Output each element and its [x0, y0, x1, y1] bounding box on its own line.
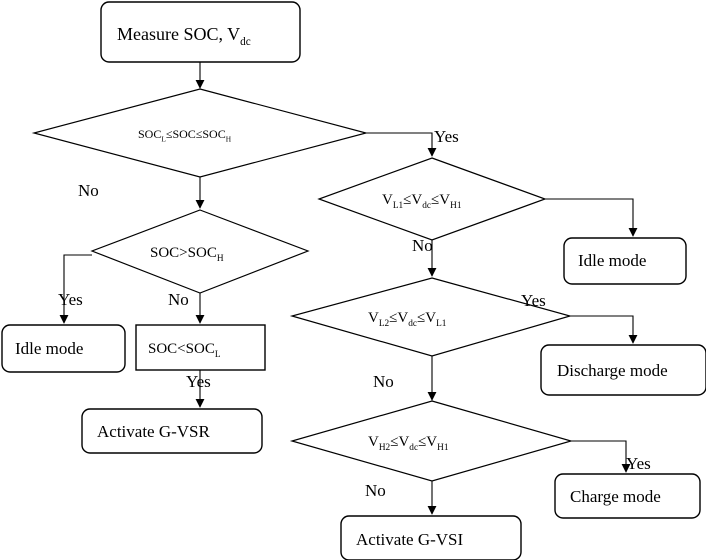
- charge-mode-box: [554, 473, 701, 519]
- subscript-text: L2: [379, 319, 390, 329]
- label-text: V: [368, 434, 379, 450]
- soc-low-box: [135, 324, 266, 371]
- discharge-mode-box: [540, 344, 706, 396]
- activate-gvsi-label: Activate G-VSI: [356, 530, 464, 549]
- subscript-text: L1: [393, 201, 404, 211]
- label-text: Idle mode: [578, 251, 646, 270]
- edge-label-no: No: [78, 181, 99, 200]
- decision-soc-high-diamond: [90, 209, 310, 294]
- label-text: ≤V: [418, 434, 437, 450]
- label-text: ≤V: [389, 310, 408, 326]
- edge-soc-range-yes: [366, 132, 437, 157]
- discharge-mode-label: Discharge mode: [557, 361, 668, 380]
- idle-mode-right-label: Idle mode: [578, 251, 646, 270]
- label-text: V: [368, 310, 379, 326]
- activate-gvsr-box: [81, 408, 263, 454]
- subscript-text: H1: [450, 201, 462, 211]
- label-text: Discharge mode: [557, 361, 668, 380]
- edge-label-no: No: [365, 481, 386, 500]
- activate-gvsr-label: Activate G-VSR: [97, 422, 211, 441]
- label-text: ≤V: [431, 192, 450, 208]
- label-text: SOC: [138, 127, 161, 141]
- label-text: SOC>SOC: [150, 245, 217, 261]
- edge-v3-yes: [571, 440, 631, 473]
- edge-label-no: No: [168, 290, 189, 309]
- decision-v3-diamond: [289, 400, 574, 482]
- decision-v3-label: VH2≤Vdc≤VH1: [368, 434, 449, 453]
- label-text: Activate G-VSI: [356, 530, 464, 549]
- idle-mode-right-box: [563, 237, 687, 285]
- decision-v1-diamond: [317, 157, 547, 241]
- subscript-text: L: [215, 350, 221, 360]
- label-text: V: [382, 192, 393, 208]
- soc-low-label: SOC<SOCL: [148, 341, 221, 360]
- subscript-text: L: [161, 134, 166, 143]
- subscript-text: dc: [408, 319, 417, 329]
- label-text: SOC<SOC: [148, 341, 215, 357]
- measure-box: [100, 1, 301, 63]
- decision-soc-range-label: SOCL≤SOC≤SOCH: [138, 127, 232, 143]
- edge-label-yes: Yes: [626, 454, 651, 473]
- subscript-text: dc: [240, 36, 251, 48]
- edge-label-yes: Yes: [521, 291, 546, 310]
- edge-label-no: No: [373, 372, 394, 391]
- idle-mode-left-label: Idle mode: [15, 339, 83, 358]
- label-text: ≤V: [403, 192, 422, 208]
- decision-v2-diamond: [289, 277, 573, 357]
- subscript-text: H: [226, 134, 232, 143]
- subscript-text: dc: [422, 201, 431, 211]
- edge-soc-high-yes: [59, 254, 92, 324]
- measure-label: Measure SOC, Vdc: [117, 24, 251, 48]
- decision-v1-label: VL1≤Vdc≤VH1: [382, 192, 462, 211]
- decision-soc-high-label: SOC>SOCH: [150, 245, 224, 264]
- subscript-text: L1: [436, 319, 447, 329]
- charge-mode-label: Charge mode: [570, 487, 661, 506]
- subscript-text: H: [217, 254, 224, 264]
- subscript-text: H2: [379, 443, 391, 453]
- subscript-text: dc: [409, 443, 418, 453]
- edge-label-no: No: [412, 236, 433, 255]
- label-text: Measure SOC, V: [117, 24, 240, 44]
- subscript-text: H1: [437, 443, 449, 453]
- label-text: Activate G-VSR: [97, 422, 211, 441]
- label-text: ≤V: [390, 434, 409, 450]
- edge-label-yes: Yes: [434, 127, 459, 146]
- edge-label-yes: Yes: [58, 290, 83, 309]
- activate-gvsi-box: [340, 515, 522, 560]
- label-text: Idle mode: [15, 339, 83, 358]
- decision-v2-label: VL2≤Vdc≤VL1: [368, 310, 447, 329]
- idle-mode-left-box: [1, 324, 126, 373]
- decision-soc-range-diamond: [31, 88, 369, 178]
- label-text: ≤V: [417, 310, 436, 326]
- edge-v2-yes: [570, 315, 638, 344]
- label-text: ≤SOC≤SOC: [166, 127, 226, 141]
- label-text: Charge mode: [570, 487, 661, 506]
- edge-label-yes: Yes: [186, 372, 211, 391]
- edge-v1-yes: [545, 198, 638, 237]
